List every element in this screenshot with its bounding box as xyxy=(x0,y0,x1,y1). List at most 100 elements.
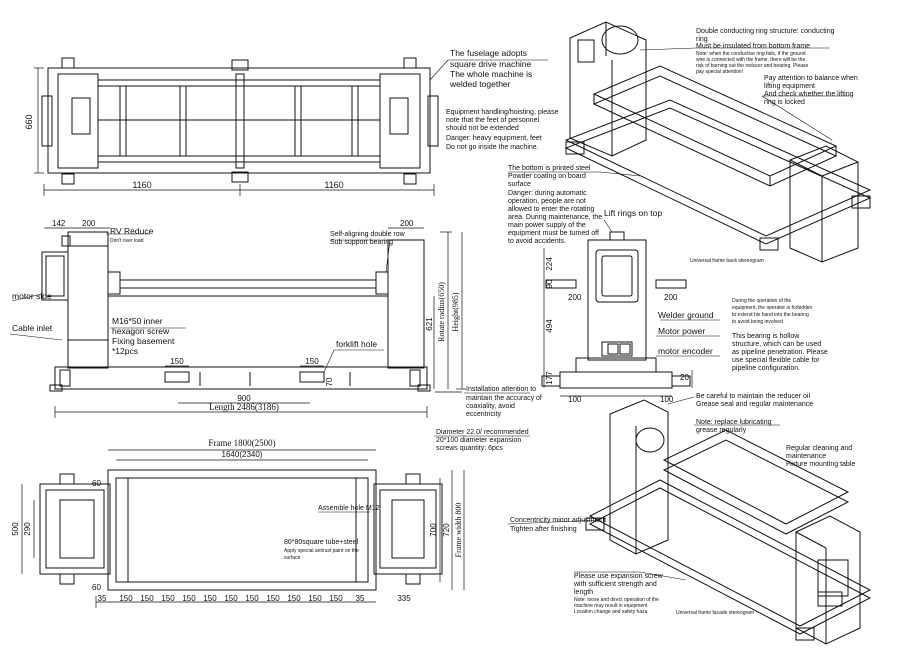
dim-100-b: 100 xyxy=(660,395,674,404)
label-m16-4: *12pcs xyxy=(112,346,138,356)
note-lubricate-2: grease regularly xyxy=(696,427,747,434)
dim-700: 700 xyxy=(429,523,438,537)
note-hollow-1: This bearing is hollow xyxy=(732,333,800,340)
bottom-dim-1: 150 xyxy=(119,594,133,603)
dim-720: 720 xyxy=(442,523,451,537)
isometric-back-view xyxy=(564,21,872,263)
label-tube-2: Apply special antirust paint on the xyxy=(284,548,359,554)
label-m16-3: Fixing basement xyxy=(112,336,175,346)
note-balance-1: Pay attention to balance when xyxy=(764,75,858,82)
front-view-dimensions xyxy=(44,227,466,418)
note-danger-2: Do not go inside the machine. xyxy=(446,144,539,151)
note-install-2: maintain the accuracy of xyxy=(466,395,542,402)
note-double-ring-7: pay special attention! xyxy=(696,69,743,75)
note-diameter-3: screws quantity: 6pcs xyxy=(436,445,503,452)
dim-150-a: 150 xyxy=(170,357,184,366)
label-rv-sub: Don't over load xyxy=(110,238,144,244)
label-motor-encoder: motor encoder xyxy=(658,346,713,356)
note-double-ring-3: Must be insulated from bottom frame xyxy=(696,43,810,50)
note-fuselage-1: The fuselage adopts xyxy=(450,48,527,58)
note-expansion-2: with sufficient strength and xyxy=(573,581,657,588)
note-auto-3: allowed to enter the rotating xyxy=(508,206,594,213)
note-concentric-1: Concentricity minor adjustment xyxy=(510,517,606,524)
top-view-frame xyxy=(41,57,439,185)
front-view xyxy=(41,227,466,418)
note-install-4: eccentricity xyxy=(466,411,502,418)
note-fuselage-3: The whole machine is xyxy=(450,69,532,79)
label-frame: Frame 1800(2500) xyxy=(208,438,275,448)
dim-100-a: 100 xyxy=(568,395,582,404)
caption-facade-stereogram: Universal frame facade stereogram xyxy=(676,610,754,616)
note-auto-6: equipment must be turned off xyxy=(508,230,599,237)
plan-view-frame xyxy=(39,469,443,591)
note-cleaning-3: Fixture mounting table xyxy=(786,461,855,468)
label-length: Length 2486(3186) xyxy=(209,402,279,412)
label-forklift: forklift hole xyxy=(336,339,377,349)
leader-lines xyxy=(9,47,850,581)
dim-500: 500 xyxy=(11,522,20,536)
isometric-front-view xyxy=(585,399,872,645)
note-diameter-2: 20*100 diameter expansion xyxy=(436,437,521,444)
top-view-dimensions xyxy=(34,67,435,196)
note-bottom-2: Powder coating on board xyxy=(508,173,586,180)
note-double-ring-2: ring xyxy=(696,36,708,43)
bottom-dim-6: 150 xyxy=(224,594,238,603)
note-cleaning-2: maintenance xyxy=(786,453,826,460)
note-concentric-2: Tighten after finishing xyxy=(510,526,577,533)
label-tube-3: surface xyxy=(284,555,301,561)
bottom-dim-12: 35 xyxy=(356,594,365,603)
note-expansion-3: length xyxy=(574,589,593,596)
dim-900: 900 xyxy=(237,394,251,403)
label-welder-ground: Welder ground xyxy=(658,310,714,320)
dim-150-b: 150 xyxy=(305,357,319,366)
dim-200-b: 200 xyxy=(664,293,678,302)
note-operation-3: to extend his hand into the bearing xyxy=(732,312,809,318)
dim-142: 142 xyxy=(52,219,66,228)
dim-20: 20 xyxy=(680,373,689,382)
dim-621: 621 xyxy=(425,317,434,331)
note-auto-4: area. During maintenance, the xyxy=(508,214,602,221)
note-double-ring-4: Note: when the conductive ring fails, if… xyxy=(696,51,806,57)
bottom-dim-5: 150 xyxy=(203,594,217,603)
note-install-3: coaxiality, avoid xyxy=(466,403,515,410)
dim-60-bottom: 60 xyxy=(92,583,101,592)
bottom-dim-3: 150 xyxy=(161,594,175,603)
note-handling-2: note that the feet of personnel xyxy=(446,117,539,124)
dim-90: 90 xyxy=(545,279,554,288)
dim-200-right: 200 xyxy=(400,219,414,228)
note-auto-2: operation, people are not xyxy=(508,198,586,205)
note-balance-2: lifting equipment xyxy=(764,83,815,90)
note-lubricate-1: Note: replace lubricating xyxy=(696,419,772,426)
label-motor-side: motor side xyxy=(12,291,52,301)
bottom-dim-9: 150 xyxy=(287,594,301,603)
front-view-frame xyxy=(41,231,431,392)
note-hollow-5: pipeline configuration. xyxy=(732,365,800,372)
note-double-ring-1: Double conducting ring structure: conduc… xyxy=(696,28,835,35)
label-m16-2: hexagon screw xyxy=(112,326,170,336)
label-rotate-radius: Rotate radius(650) xyxy=(437,282,446,342)
top-view xyxy=(34,57,439,196)
dim-200-a: 200 xyxy=(568,293,582,302)
bottom-dim-11: 150 xyxy=(329,594,343,603)
label-self-align-2: Sub support bearing xyxy=(330,239,393,246)
note-hollow-4: use special flexible cable for xyxy=(732,357,820,364)
note-operation-4: to avoid being involved xyxy=(732,319,783,325)
note-expansion-5: machine may result in equipment xyxy=(574,603,648,609)
note-hollow-3: as pipeline penetration. Please xyxy=(732,349,828,356)
note-double-ring-5: wire is connected with the frame, there … xyxy=(696,57,805,63)
label-cable-inlet: Cable inlet xyxy=(12,323,53,333)
note-bottom-1: The bottom is printed steel xyxy=(508,165,591,172)
dim-290: 290 xyxy=(23,522,32,536)
label-motor-power: Motor power xyxy=(658,326,705,336)
label-self-align-1: Self-aligning double row xyxy=(330,231,406,238)
note-danger-1: Danger: heavy equipment, feet xyxy=(446,135,542,142)
note-reducer-2: Grease seal and regular maintenance xyxy=(696,401,813,408)
note-handling-3: should not be extended xyxy=(446,125,519,132)
note-operation-1: During the operation of the xyxy=(732,298,791,304)
label-lift-rings: Lift rings on top xyxy=(604,208,662,218)
bottom-dim-13: 335 xyxy=(397,594,411,603)
dim-1640: 1640(2340) xyxy=(222,450,263,459)
note-auto-1: Danger: during automatic xyxy=(508,190,587,197)
